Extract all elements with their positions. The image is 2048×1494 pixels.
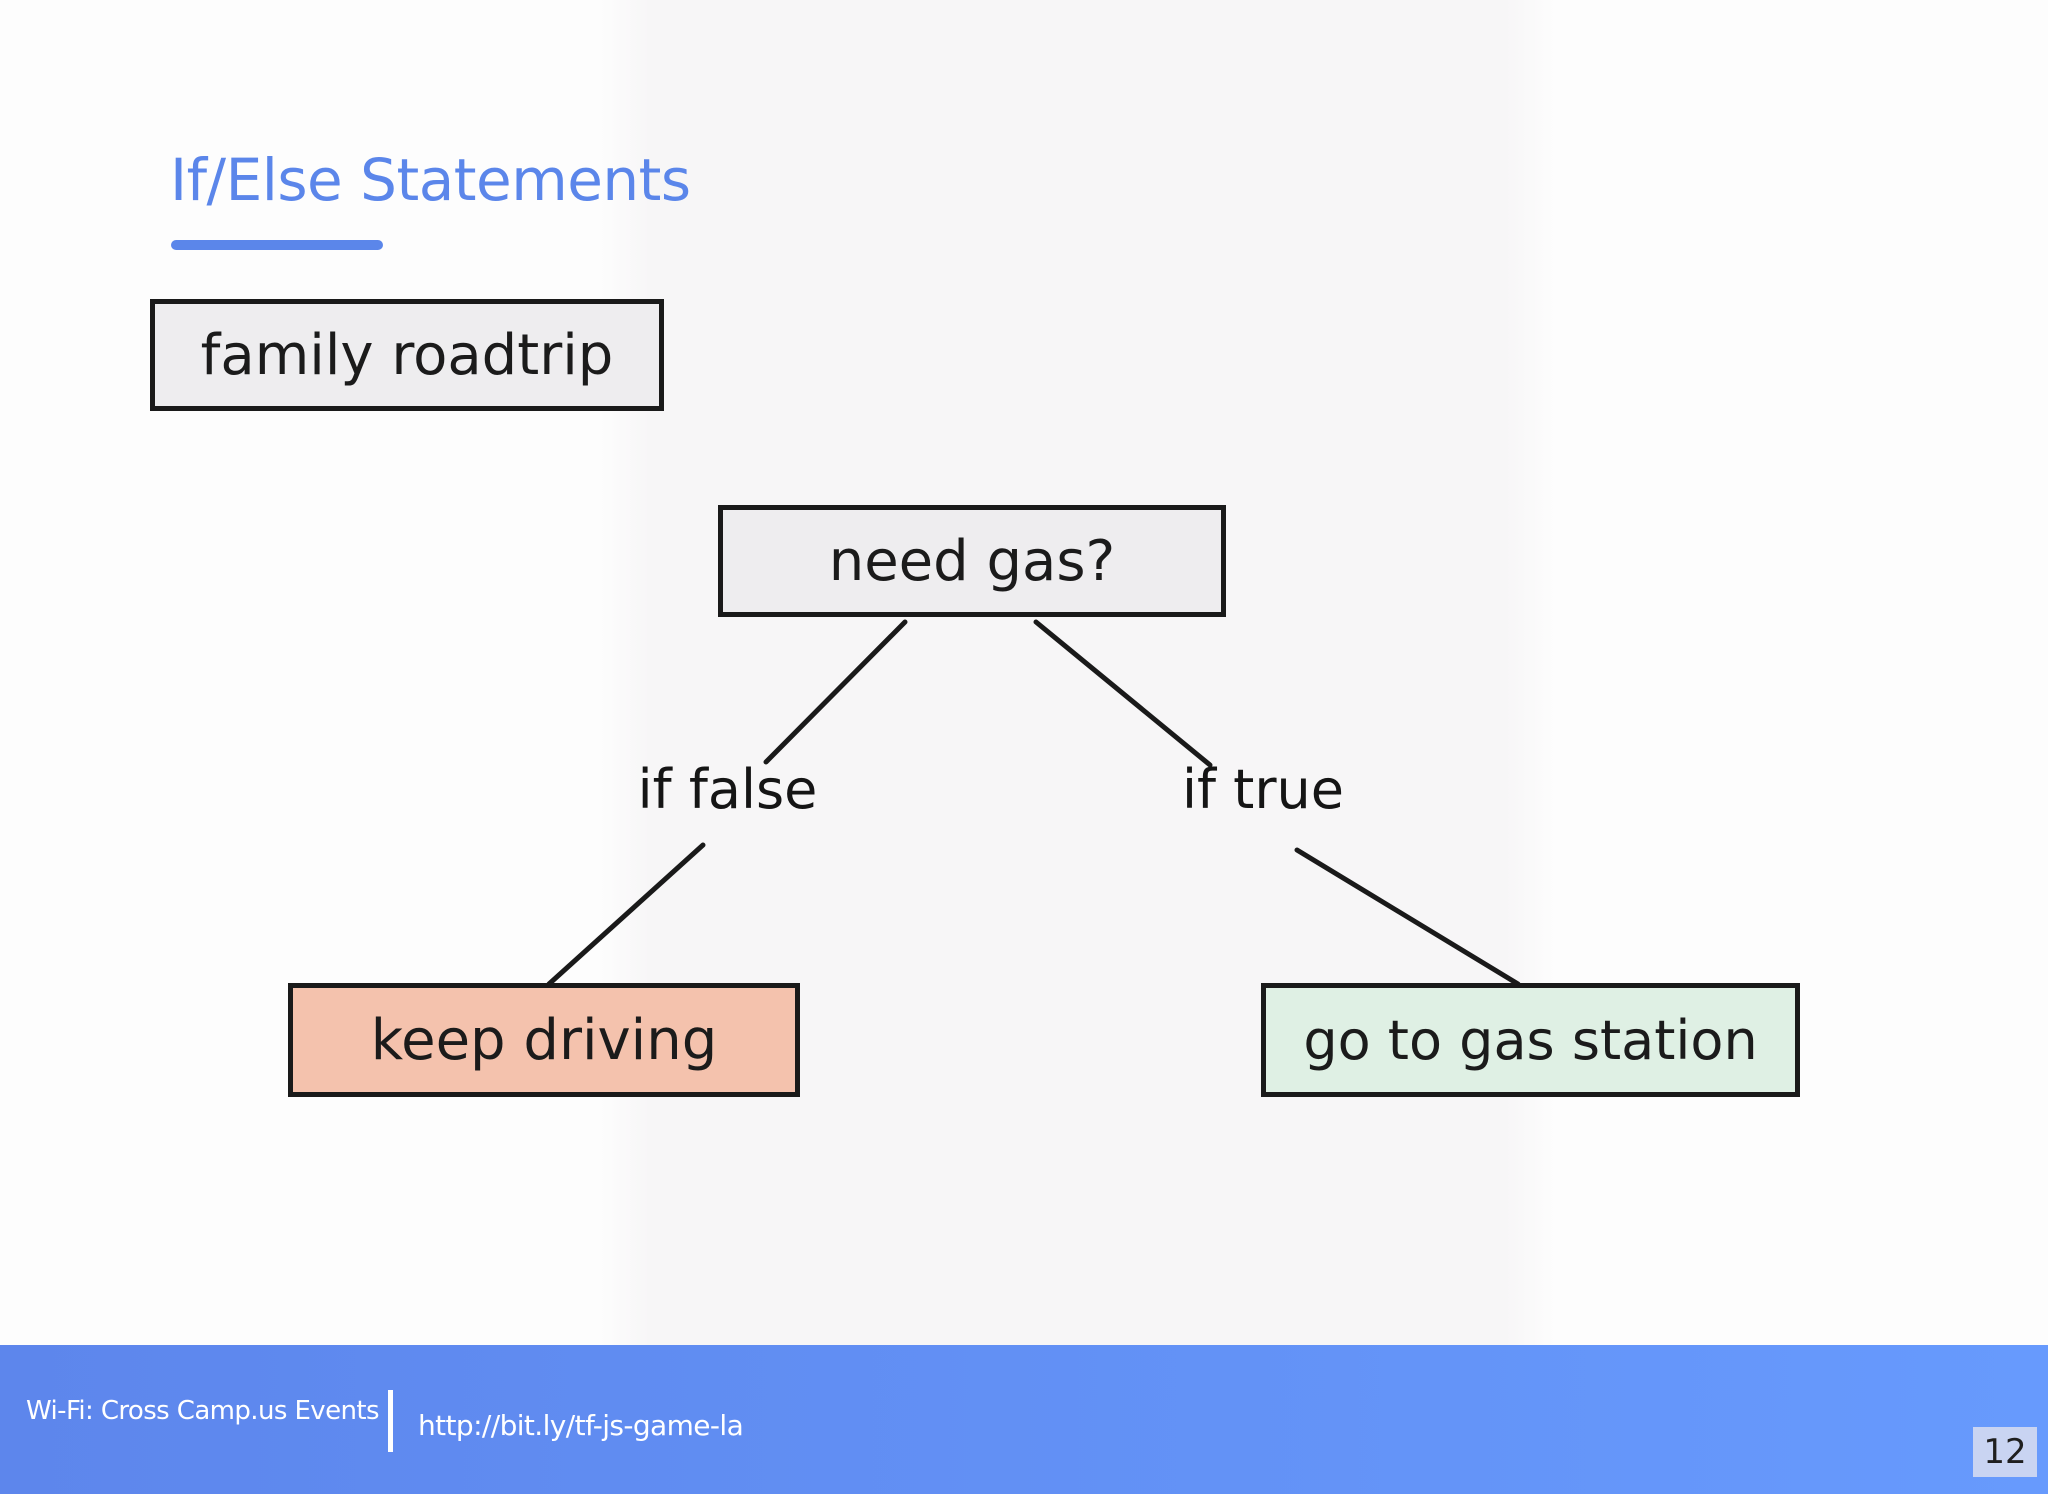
title-underline (171, 240, 383, 250)
footer-divider (388, 1390, 393, 1452)
node-family-roadtrip: family roadtrip (150, 299, 664, 411)
edge-label-if-false: if false (637, 758, 818, 821)
edge-label-if-true: if true (1182, 758, 1344, 821)
footer-url: http://bit.ly/tf-js-game-la (418, 1409, 744, 1442)
node-go-to-gas-station: go to gas station (1261, 983, 1800, 1097)
edge-false-lower (546, 842, 706, 987)
edge-true-upper (1033, 619, 1213, 768)
footer-wifi-info: Wi-Fi: Cross Camp.us Events (26, 1396, 380, 1426)
node-keep-driving: keep driving (288, 983, 800, 1097)
edge-false-upper (763, 619, 908, 765)
node-need-gas: need gas? (718, 505, 1226, 617)
edge-true-lower (1294, 847, 1521, 987)
page-number-badge: 12 (1973, 1427, 2037, 1477)
footer-bar: Wi-Fi: Cross Camp.us Events http://bit.l… (0, 1345, 2048, 1494)
page-title: If/Else Statements (170, 146, 691, 214)
